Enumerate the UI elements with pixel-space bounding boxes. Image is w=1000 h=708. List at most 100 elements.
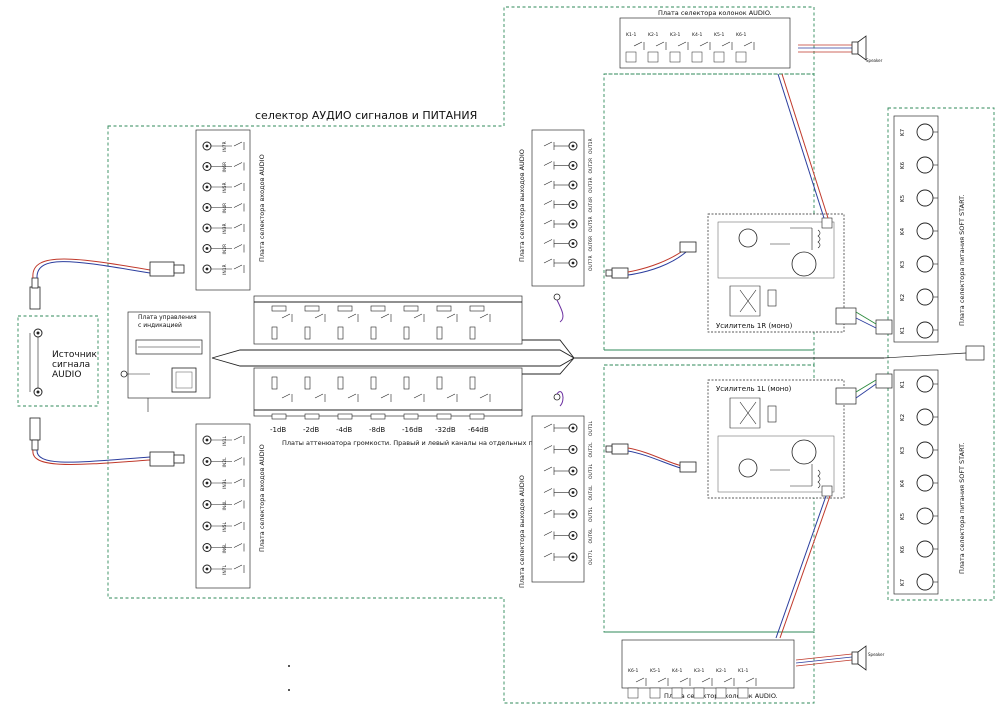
output-label: OUT1R <box>588 138 594 154</box>
resistor <box>271 305 287 312</box>
speaker-top-label: Speaker <box>866 58 883 63</box>
mcu-chip <box>171 367 197 393</box>
input-label: IN3L <box>222 478 228 489</box>
power-relay-label: K1 <box>900 327 906 334</box>
dot-marker <box>288 665 290 667</box>
attenuator-left <box>253 367 523 420</box>
power-selector-top-label: Плата селектора питания SOFT START. <box>958 195 966 326</box>
speaker-bottom-label: Speaker <box>868 652 885 657</box>
resistor <box>337 305 353 312</box>
resistor <box>304 326 311 340</box>
relay-coil <box>715 687 727 699</box>
attenuator-step-label: -16dB <box>402 426 423 434</box>
power-relay <box>916 375 934 393</box>
relay-coil <box>671 687 683 699</box>
output-label: OUT7R <box>588 255 594 271</box>
relay-label: K4-1 <box>692 32 702 38</box>
power-relay-label: K4 <box>900 227 906 235</box>
control-board-label-1: Плата управления <box>138 314 197 321</box>
output-label: OUT5R <box>588 216 594 232</box>
tube-1l-output <box>791 439 817 465</box>
output-label: OUT2R <box>588 158 594 174</box>
signal-bus <box>211 339 884 375</box>
power-relay-label: K3 <box>900 260 906 268</box>
power-relay <box>916 123 934 141</box>
input-label: IN7L <box>222 564 228 575</box>
power-selector-bottom-label: Плата селектора питания SOFT START. <box>958 443 966 574</box>
power-relay <box>916 156 934 174</box>
power-relay <box>916 540 934 558</box>
amp-left-speaker-cable <box>775 495 827 639</box>
power-relay-label: K7 <box>900 578 906 586</box>
control-board: Плата управления с индикацией <box>120 311 211 412</box>
speaker-icon-bottom <box>851 651 859 665</box>
output-label: OUT3L <box>588 464 594 479</box>
power-relay-label: K7 <box>900 128 906 136</box>
output-label: OUT5L <box>588 507 594 522</box>
relay-label: K6-1 <box>736 32 746 38</box>
resistor <box>337 413 353 420</box>
attenuator-step-label: -8dB <box>369 426 385 434</box>
output-label: OUT4R <box>588 197 594 213</box>
relay-label: K5-1 <box>650 668 660 674</box>
tube-1r-output <box>791 251 817 277</box>
resistor <box>304 305 320 312</box>
resistor <box>370 326 377 340</box>
amp-right-speaker-cable <box>777 73 825 219</box>
amp-left-region <box>604 364 815 633</box>
resistor <box>436 305 452 312</box>
resistor <box>304 376 311 390</box>
output-label: OUT2L <box>588 442 594 457</box>
speaker-top: Speaker <box>798 35 883 63</box>
relay-label: K2-1 <box>716 668 726 674</box>
speaker-bottom: Speaker <box>795 645 885 671</box>
diagram-title: селектор АУДИО сигналов и ПИТАНИЯ <box>255 109 477 122</box>
amp-left-label: Усилитель 1L (моно) <box>716 385 792 393</box>
input-label: IN7R <box>222 141 228 152</box>
resistor <box>469 376 476 390</box>
relay-label: K1-1 <box>626 32 636 38</box>
power-relay-label: K2 <box>900 414 906 421</box>
power-relay <box>916 255 934 273</box>
relay-label: K1-1 <box>738 668 748 674</box>
relay-coil <box>693 687 705 699</box>
resistor <box>337 326 344 340</box>
input-label: IN4R <box>222 203 228 214</box>
output-label: OUT4L <box>588 485 594 500</box>
power-relay-label: K1 <box>900 381 906 388</box>
power-relay <box>916 189 934 207</box>
power-relay <box>916 441 934 459</box>
input-label: IN2R <box>222 244 228 255</box>
input-label: IN3R <box>222 223 228 234</box>
power-relay-label: K5 <box>900 194 906 202</box>
attenuator-right <box>253 295 523 345</box>
power-relay-label: K2 <box>900 294 906 301</box>
power-region <box>887 107 995 601</box>
resistor <box>304 413 320 420</box>
resistor <box>469 305 485 312</box>
attenuator-step-label: -2dB <box>303 426 319 434</box>
relay-label: K2-1 <box>648 32 658 38</box>
speaker-selector-top-label: Плата селектора колонок AUDIO. <box>658 9 772 17</box>
relay-coil <box>627 687 639 699</box>
amp-right-region <box>604 73 815 351</box>
relay-label: K4-1 <box>672 668 682 674</box>
source-label-line2: сигнала <box>52 360 90 370</box>
power-relay-label: K6 <box>900 545 906 553</box>
power-relay <box>916 288 934 306</box>
relay-label: K6-1 <box>628 668 638 674</box>
speaker-selector-bottom: Плата селектора колонок AUDIO. K6-1K5-1K… <box>621 639 795 700</box>
attenuator-caption: Платы аттенюатора громкости. Правый и ле… <box>282 439 555 447</box>
output-selector-top-label: Плата селектора выходов AUDIO <box>518 149 526 262</box>
source-cables <box>29 258 185 467</box>
input-selector-top-label: Плата селектора входов AUDIO <box>258 154 266 262</box>
power-relay <box>916 573 934 591</box>
power-relay-label: K4 <box>900 479 906 487</box>
relay-label: K5-1 <box>714 32 724 38</box>
amp-right-label: Усилитель 1R (моно) <box>716 322 793 330</box>
